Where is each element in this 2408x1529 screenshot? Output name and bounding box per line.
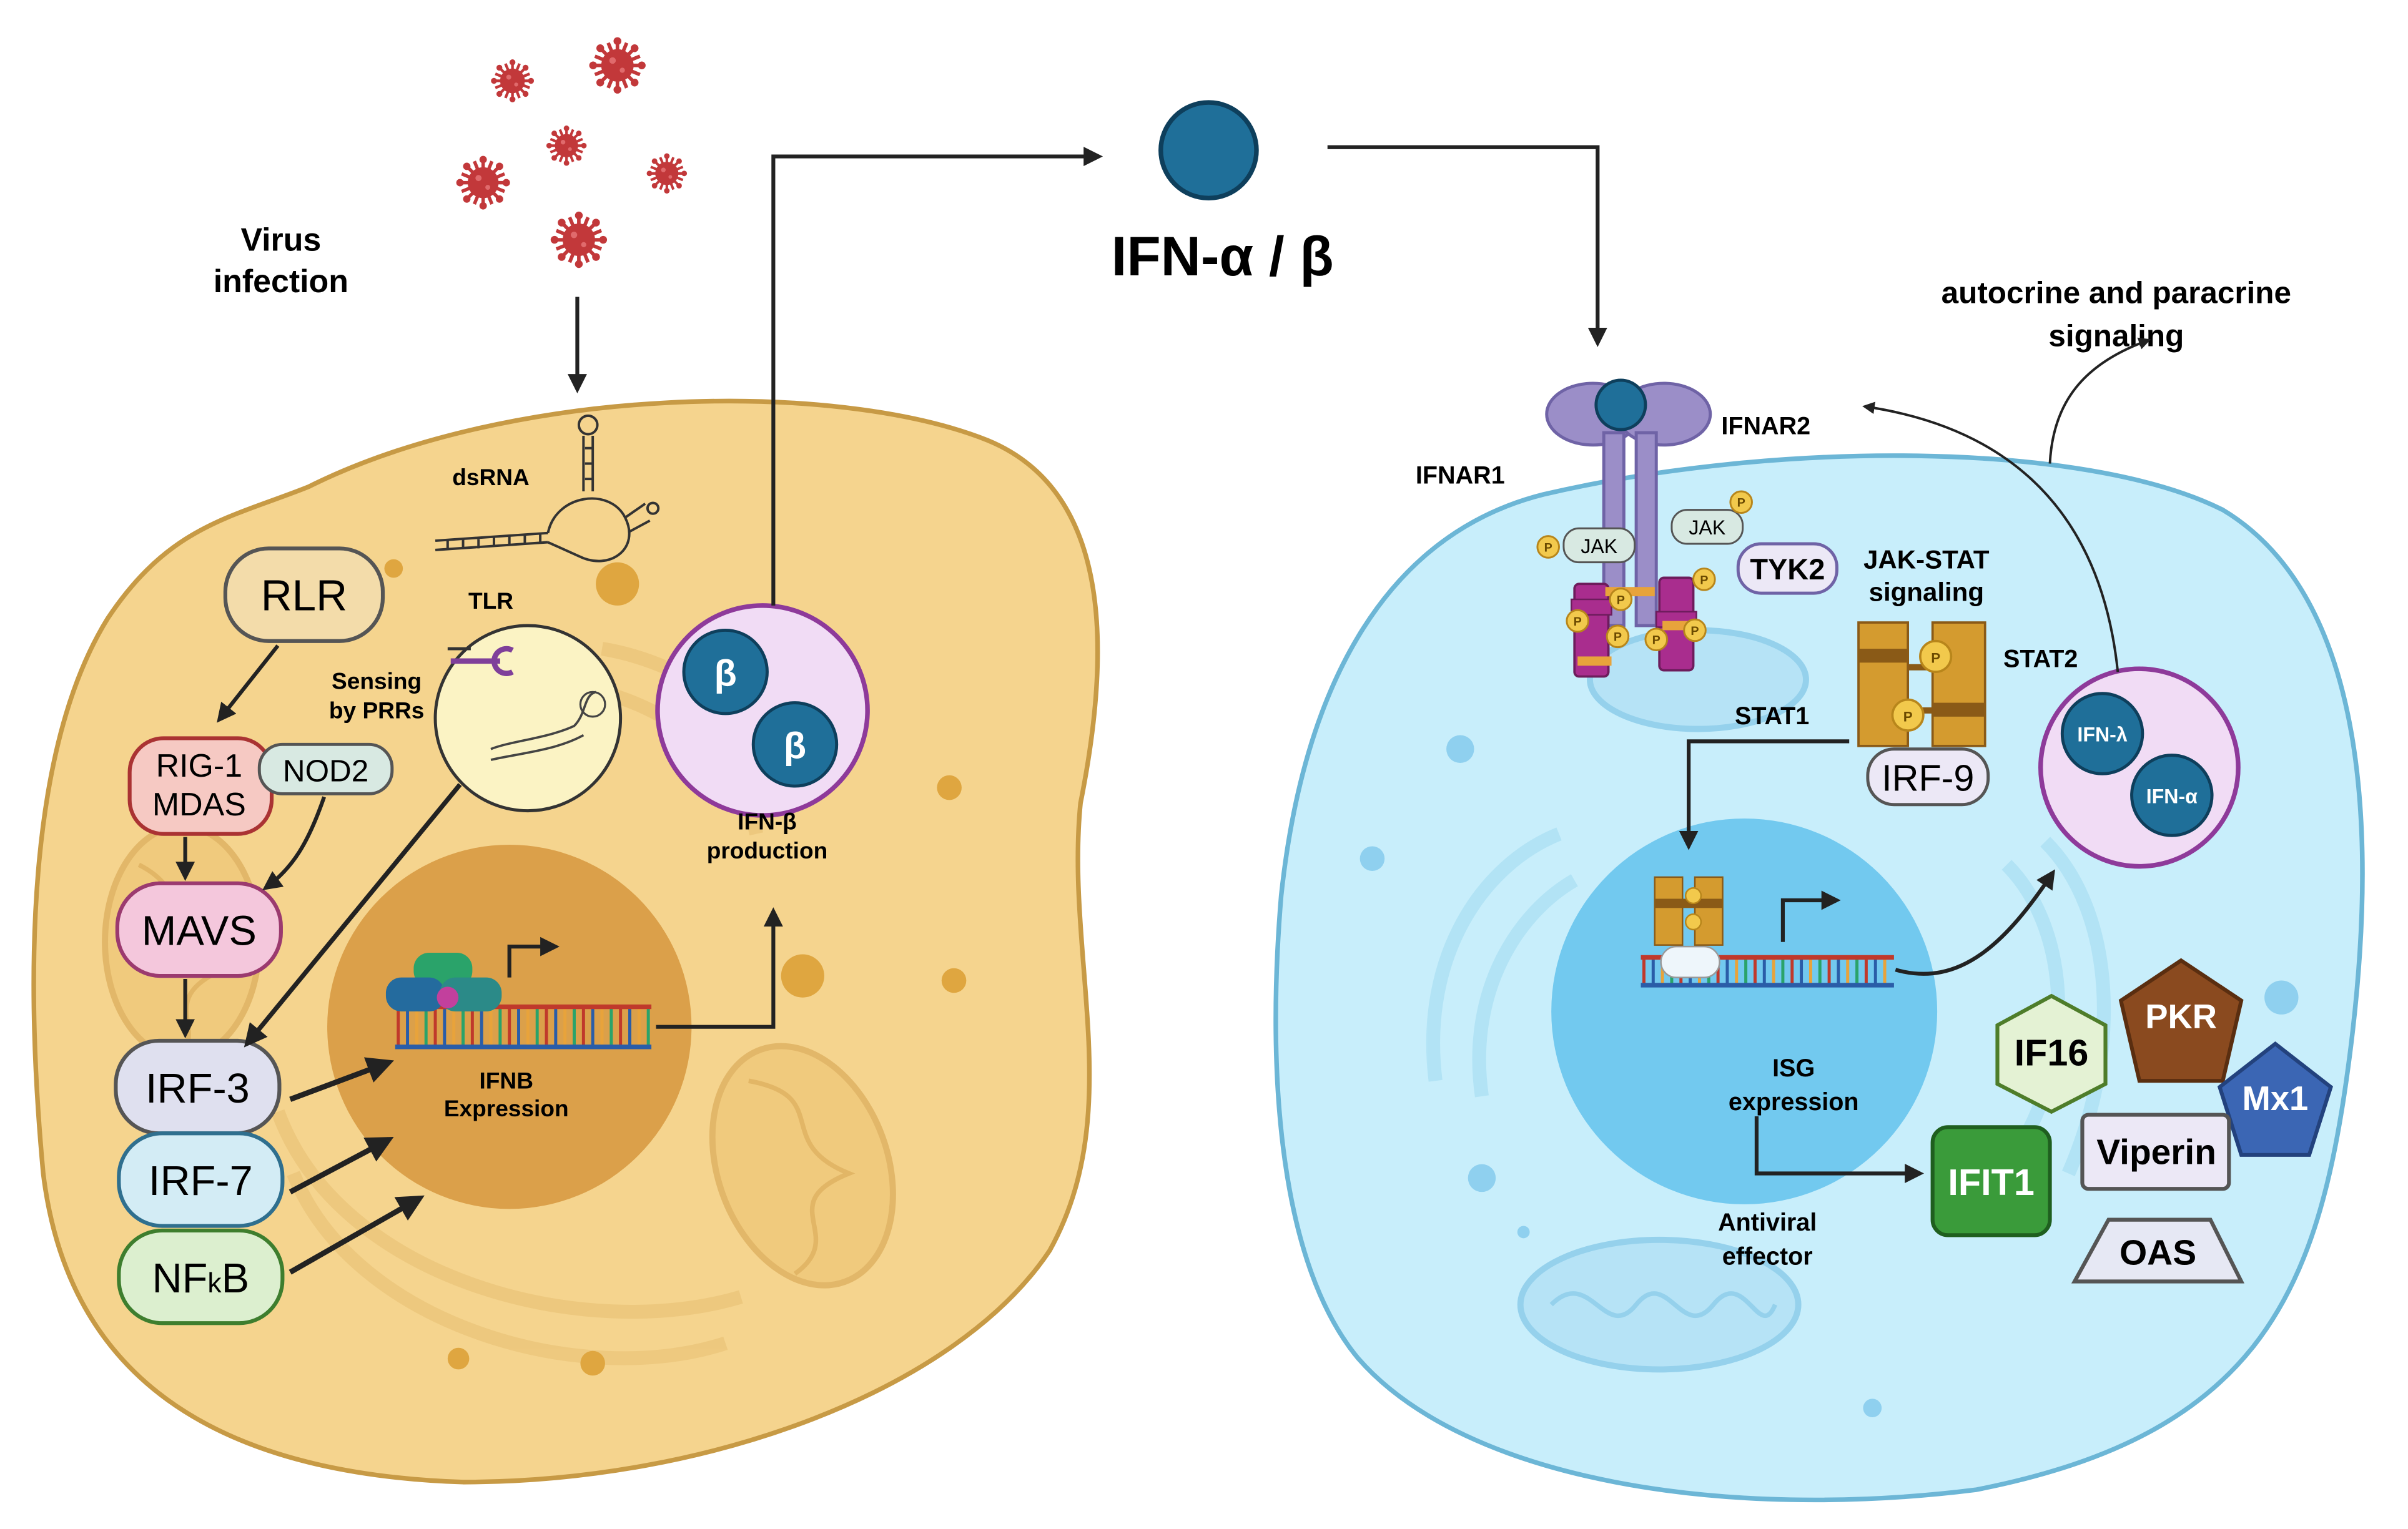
nod2-text: NOD2 (283, 754, 368, 789)
dsrna-structure (435, 414, 660, 563)
virus-particle (647, 154, 688, 194)
oas-text: OAS (2119, 1233, 2196, 1272)
ifn-alpha-text: IFN-α (2146, 785, 2198, 807)
effector-oas: OAS (2071, 1217, 2245, 1284)
virus-particle (590, 37, 646, 94)
effector-if16: IF16 (1995, 993, 2108, 1114)
ifit1-text: IFIT1 (1948, 1161, 2034, 1203)
viperin-text: Viperin (2096, 1133, 2216, 1173)
svg-text:P: P (1617, 593, 1625, 607)
tyk2-text: TYK2 (1750, 553, 1825, 586)
ifn-lambda-text: IFN-λ (2077, 723, 2127, 745)
ifn-secretory-vesicle: IFN-λ IFN-α (2038, 666, 2241, 869)
irf7-text: IRF-7 (149, 1158, 253, 1204)
pill-rlr: RLR (223, 546, 385, 643)
cytoplasm-granules (384, 559, 967, 1376)
jak-left: JAK (1562, 527, 1636, 564)
ifn-alpha-beta-ball (1158, 100, 1259, 201)
virus-particle (546, 125, 587, 166)
svg-text:P: P (1690, 624, 1699, 638)
irf3-text: IRF-3 (146, 1066, 250, 1112)
if16-text: IF16 (2015, 1031, 2089, 1073)
pill-irf7: IRF-7 (117, 1131, 285, 1228)
irf9-text: IRF-9 (1882, 757, 1974, 799)
pill-irf9: IRF-9 (1866, 747, 1990, 807)
dsrna-label: dsRNA (452, 464, 530, 490)
svg-text:P: P (1903, 709, 1913, 724)
svg-text:P: P (1544, 541, 1552, 554)
pill-tyk2: TYK2 (1736, 542, 1838, 595)
pkr-text: PKR (2145, 998, 2217, 1036)
mx1-text: Mx1 (2243, 1079, 2309, 1118)
ifn-alpha-beta-label: IFN-α / β (1112, 225, 1334, 287)
arrow-ifn-to-receptor (1327, 145, 1607, 347)
svg-text:P: P (1737, 496, 1745, 510)
cytoplasm-granules-right (1359, 735, 2299, 1418)
svg-text:JAK: JAK (1689, 516, 1725, 539)
tlr-label: TLR (468, 588, 513, 614)
mdas-text: MDAS (152, 786, 246, 822)
svg-text:JAK: JAK (1581, 535, 1617, 558)
svg-text:P: P (1574, 615, 1582, 629)
svg-text:P: P (1931, 650, 1940, 666)
ifnar-receptor: JAK JAK P P P P P P P P (1536, 378, 1753, 678)
beta-symbol: β (784, 725, 806, 767)
effector-mx1: Mx1 (2217, 1041, 2334, 1157)
svg-text:P: P (1700, 573, 1708, 587)
mavs-text: MAVS (142, 908, 257, 955)
effector-ifit1: IFIT1 (1930, 1125, 2052, 1237)
stat1-label: STAT1 (1735, 702, 1809, 730)
right-signaling-arrows (1679, 337, 2151, 1183)
virus-particle (491, 59, 534, 102)
pill-nfkb: NFkB (117, 1228, 285, 1325)
pill-nod2: NOD2 (257, 742, 394, 795)
svg-text:P: P (1614, 631, 1622, 644)
mitochondrion-right-cell (1517, 1236, 1802, 1373)
rlr-text: RLR (261, 571, 347, 619)
ifnb-gene-dna (385, 937, 652, 1050)
pill-mavs: MAVS (115, 881, 283, 978)
isgf3-on-dna (1654, 876, 1724, 946)
ifn-bound-ligand (1594, 378, 1647, 431)
nfkb-text: NFkB (152, 1256, 249, 1302)
stat-complex: P P (1857, 621, 1986, 747)
tlr-endosome (433, 624, 623, 813)
ifnar1-label: IFNAR1 (1416, 462, 1505, 489)
mitochondrion-right (709, 1043, 896, 1289)
svg-text:P: P (1652, 634, 1660, 647)
left-signaling-arrows (175, 147, 1103, 1275)
effector-pkr: PKR (2118, 958, 2244, 1083)
beta-symbol: β (714, 652, 737, 694)
stat2-label: STAT2 (2003, 646, 2078, 673)
virus-particle (456, 156, 510, 210)
effector-viperin: Viperin (2080, 1113, 2231, 1191)
pill-irf3: IRF-3 (114, 1038, 282, 1136)
pill-rig1-mdas: RIG-1 MDAS (127, 736, 274, 836)
virus-particle (551, 212, 607, 268)
isg-gene-dna (1641, 876, 1894, 988)
jak-right: JAK (1670, 509, 1744, 545)
ifnar2-label: IFNAR2 (1721, 413, 1810, 440)
virus-particles (456, 37, 687, 268)
ifn-beta-vesicle: β β (655, 603, 870, 818)
nucleus-right (1551, 818, 1938, 1204)
rig1-text: RIG-1 (156, 747, 242, 784)
